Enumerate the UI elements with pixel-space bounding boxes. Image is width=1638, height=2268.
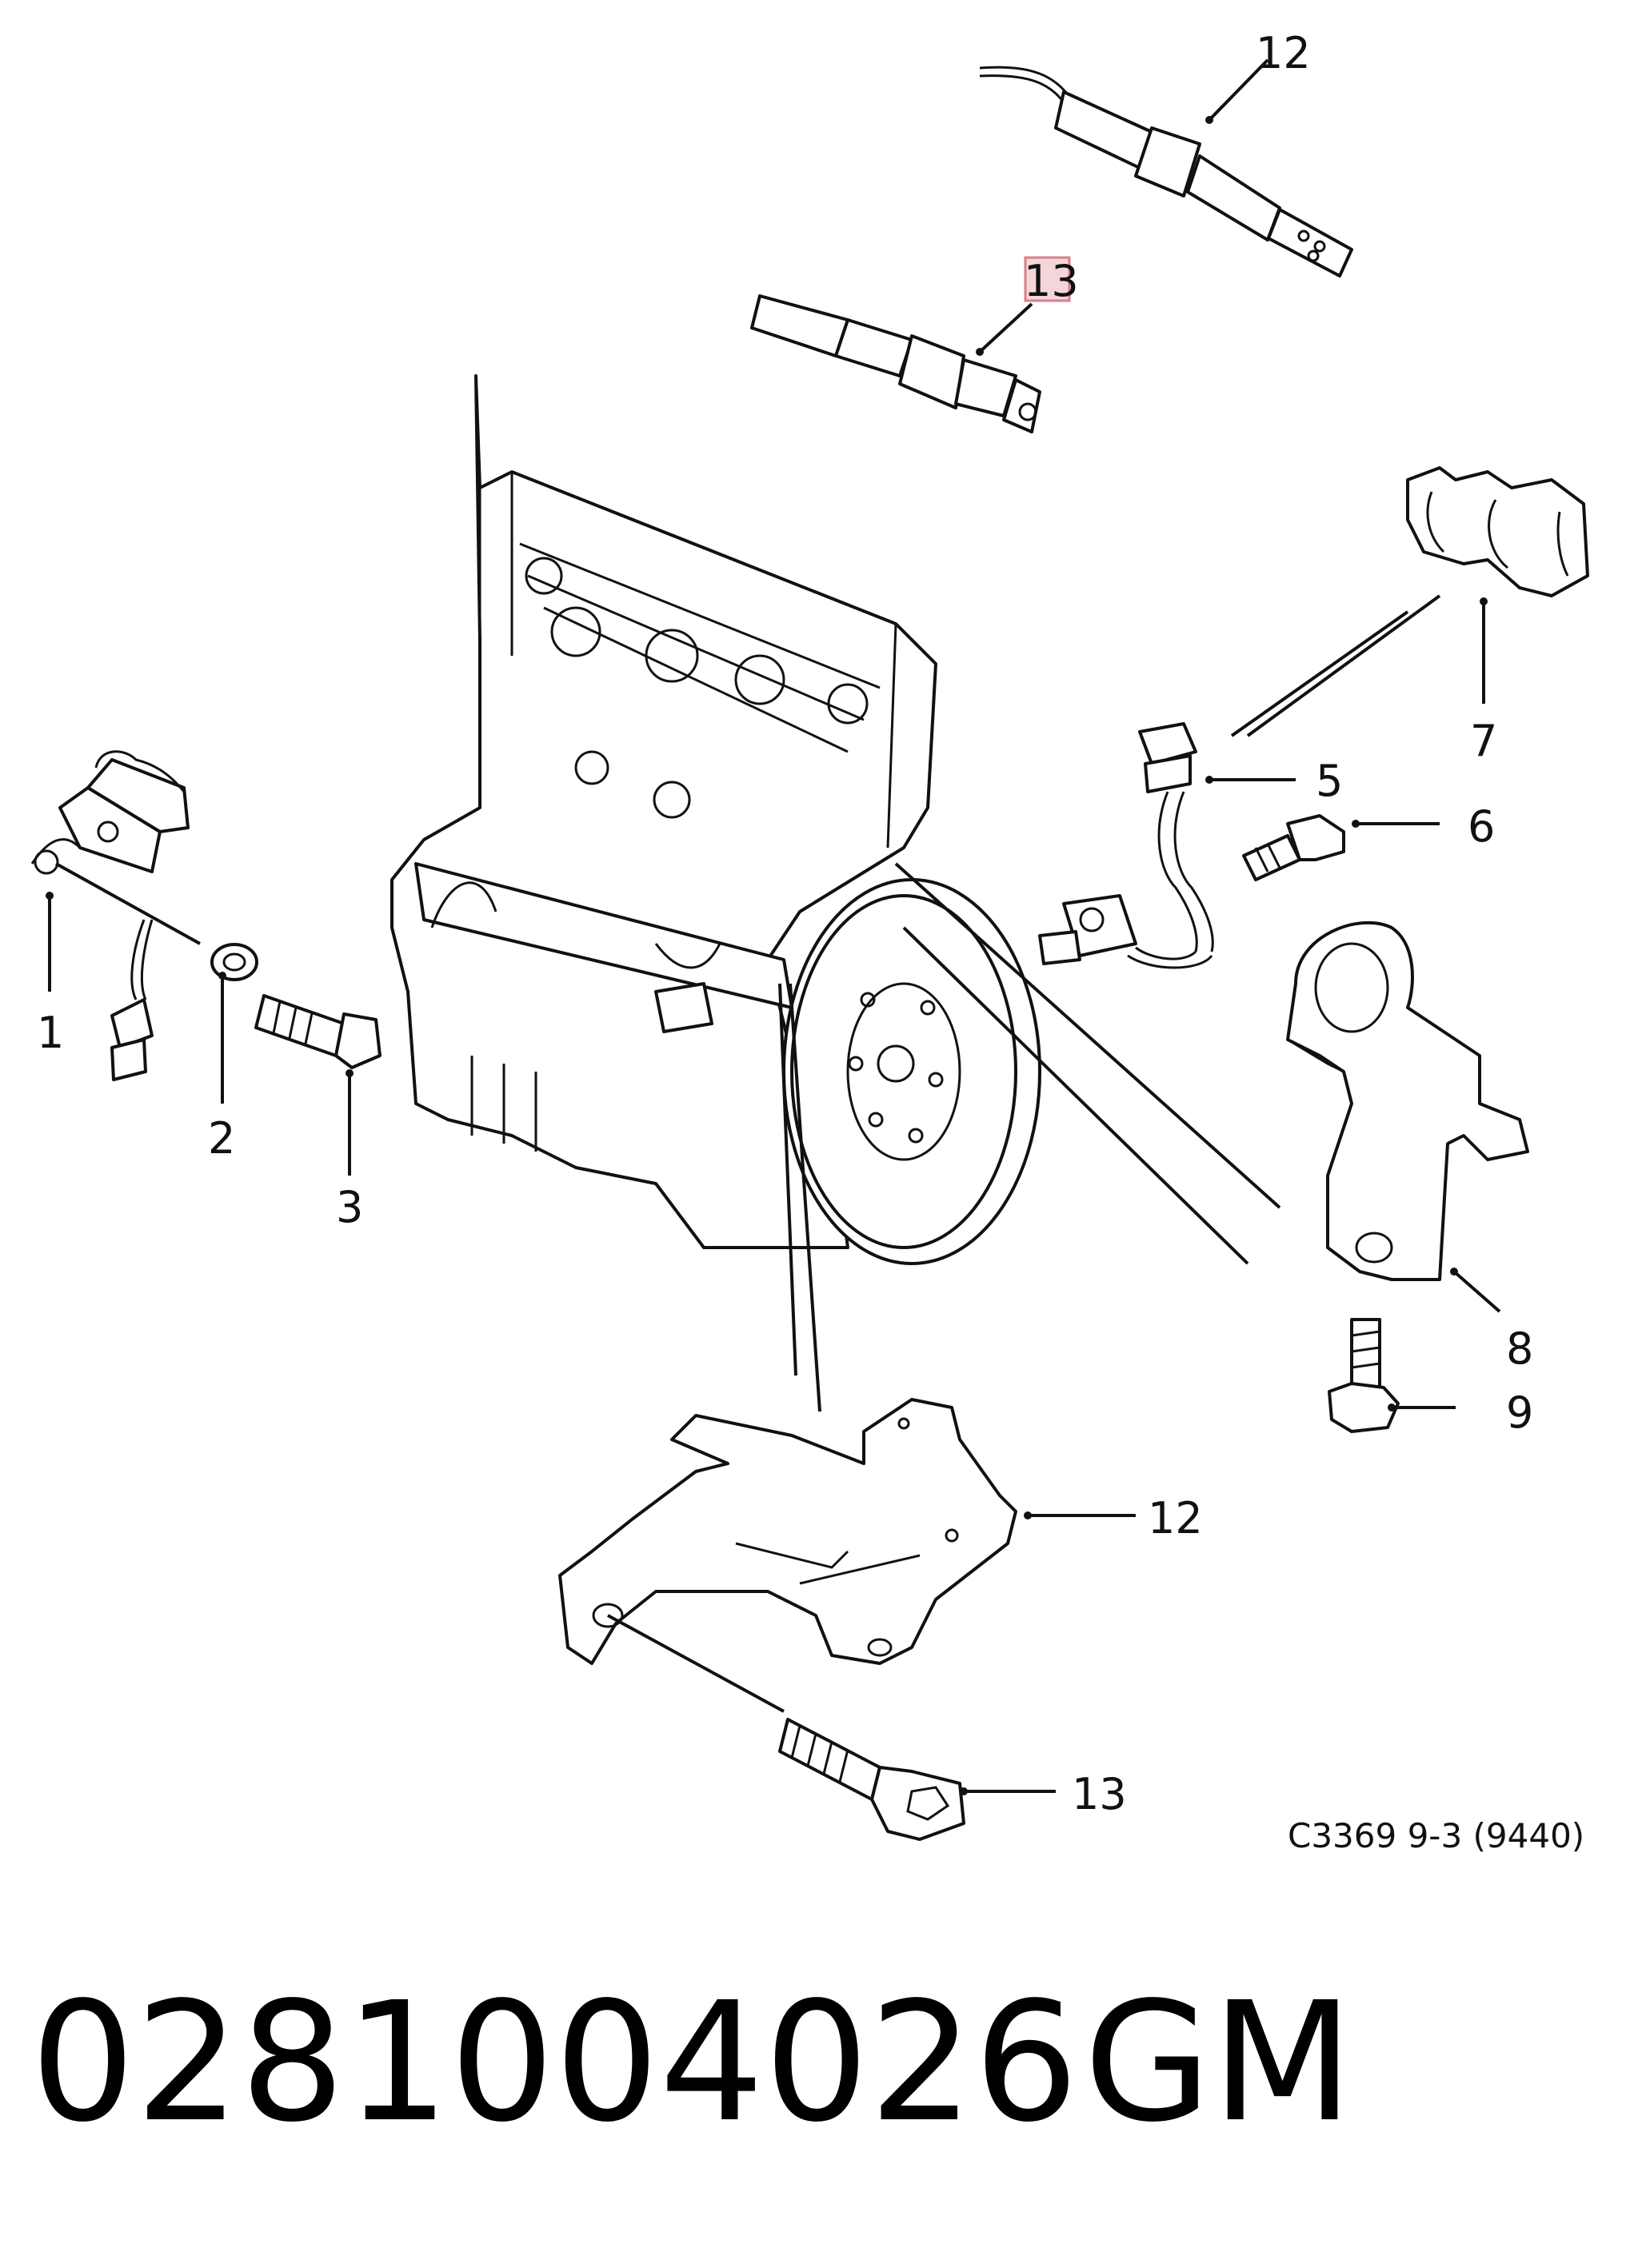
part-10-temperature-sensor: [979, 66, 1353, 278]
engine-block-illustration: [390, 374, 1041, 1265]
part-5-sensor-harness: [1038, 722, 1214, 969]
callout-11[interactable]: 13: [1024, 256, 1079, 306]
leader-lines: [46, 58, 1501, 1795]
callout-8[interactable]: 8: [1506, 1324, 1533, 1374]
part-3-bolt: [254, 994, 382, 1069]
part-12-mounting-bracket: [558, 1398, 1017, 1665]
callout-1[interactable]: 1: [37, 1008, 64, 1058]
callout-5[interactable]: 5: [1316, 756, 1343, 806]
callout-13[interactable]: 13: [1072, 1769, 1127, 1819]
brand-name: GM: [1084, 1967, 1353, 2158]
callout-7[interactable]: 7: [1470, 716, 1497, 766]
callout-3[interactable]: 3: [336, 1182, 363, 1232]
callout-6[interactable]: 6: [1468, 801, 1495, 852]
part-11-oxygen-sensor: [750, 294, 1041, 433]
part-13-flange-bolt: [778, 1718, 965, 1841]
part-9-bolt: [1328, 1318, 1400, 1433]
part-7-clip: [1406, 466, 1589, 597]
part-8-bracket: [1286, 920, 1529, 1281]
part-2-washer: [210, 943, 258, 981]
part-1-sensor: [30, 750, 190, 1081]
callout-10[interactable]: 12: [1256, 28, 1311, 78]
callout-12[interactable]: 12: [1148, 1493, 1203, 1543]
part-number: 0281004026: [30, 1967, 1079, 2158]
callout-11-highlight: [1024, 256, 1071, 302]
diagram-reference-code: C3369 9-3 (9440): [1288, 1816, 1584, 1855]
part-6-bolt: [1242, 814, 1345, 881]
callout-2[interactable]: 2: [208, 1113, 235, 1164]
callout-9[interactable]: 9: [1506, 1388, 1533, 1438]
